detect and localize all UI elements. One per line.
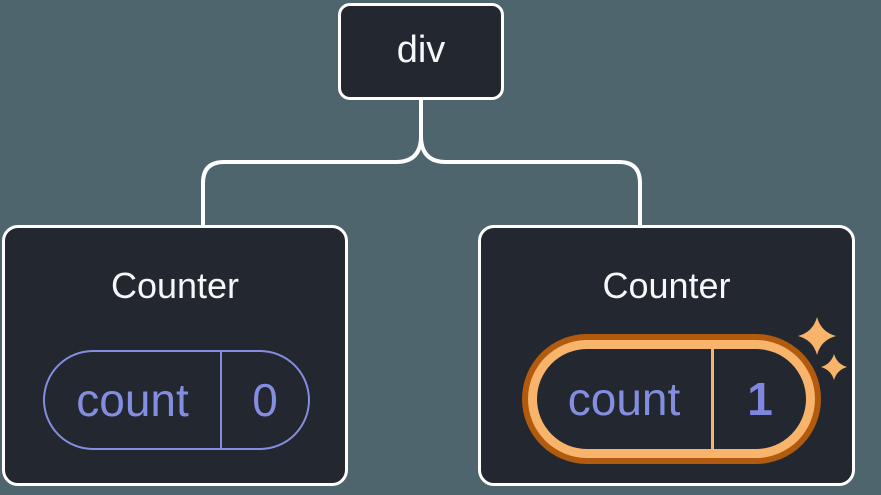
state-pill: count 0 xyxy=(43,350,310,450)
component-name: Counter xyxy=(602,265,731,306)
tree-node-counter-1: Counter count 0 xyxy=(2,225,348,486)
state-value: 0 xyxy=(252,374,278,426)
state-key: count xyxy=(45,352,222,448)
node-label: div xyxy=(396,28,446,71)
state-pill-highlighted: count 1 xyxy=(537,349,806,449)
state-key: count xyxy=(537,349,714,449)
tree-node-counter-2: Counter count 1 xyxy=(478,225,855,486)
tree-node-div: div xyxy=(338,3,504,100)
sparkle-icon xyxy=(798,317,847,380)
state-value: 1 xyxy=(747,373,773,425)
component-name: Counter xyxy=(110,265,240,306)
